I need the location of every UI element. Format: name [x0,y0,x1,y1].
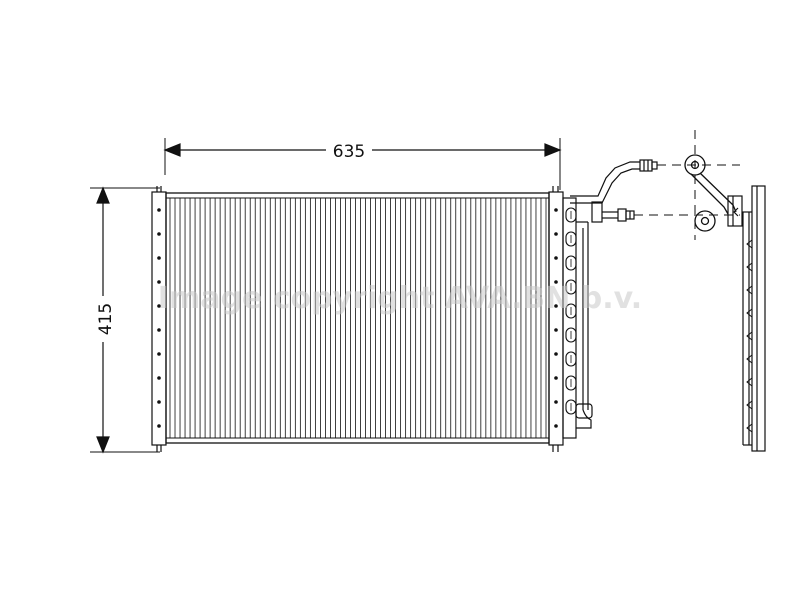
side-view-clip [746,377,753,387]
side-view-clip [746,331,753,341]
centre-lines [634,130,740,240]
header-tube-bend [565,327,577,343]
side-view-clip [746,423,753,433]
left-side-rail [151,186,167,452]
side-view-clip [746,354,753,364]
height-label-bg [94,296,114,342]
rail-bolt [157,352,161,356]
copyright-watermark: Image copyright AVA.BN b.v. [158,281,642,316]
right-side-rail [548,186,564,452]
rail-bolt [157,328,161,332]
header-tube-bend [565,399,577,415]
side-view-clip [746,400,753,410]
rail-bolt [554,352,558,356]
header-tube-bends [565,207,577,415]
rail-bolt [157,232,161,236]
right-rail-bolts [554,208,558,428]
inlet-pipe [591,201,635,223]
core-fins [169,198,547,438]
rail-bolt [554,304,558,308]
rail-bolt [157,400,161,404]
header-tube-bend [565,231,577,247]
width-label-bg [326,140,372,160]
header-tank [562,197,593,439]
rail-bolt [157,208,161,212]
rail-bolt [157,304,161,308]
header-tube-bend [565,303,577,319]
rail-bolt [157,280,161,284]
width-dimension-label: 635 [333,142,365,162]
rail-bolt [157,256,161,260]
header-tube-bend [565,207,577,223]
header-tube-bend [565,255,577,271]
outlet-pipe [570,159,658,204]
side-view-bracket [727,195,743,227]
header-tube-bend [565,351,577,367]
height-dimension-label: 415 [96,303,116,335]
header-tube-bend [565,279,577,295]
left-rail-bolts [157,208,161,428]
side-view-holes [746,239,753,433]
rail-bolt [554,424,558,428]
side-view-clip [746,285,753,295]
condenser-core [165,192,550,444]
side-view-clip [746,308,753,318]
rail-bolt [554,328,558,332]
rail-bolt [554,400,558,404]
side-view-clip [746,262,753,272]
side-view-clip [746,239,753,249]
rail-bolt [157,376,161,380]
header-tube-bend [565,375,577,391]
rail-bolt [554,208,558,212]
rail-bolt [554,280,558,284]
rail-bolt [157,424,161,428]
rail-bolt [554,376,558,380]
rail-bolt [554,256,558,260]
rail-bolt [554,232,558,236]
side-view [742,185,766,452]
